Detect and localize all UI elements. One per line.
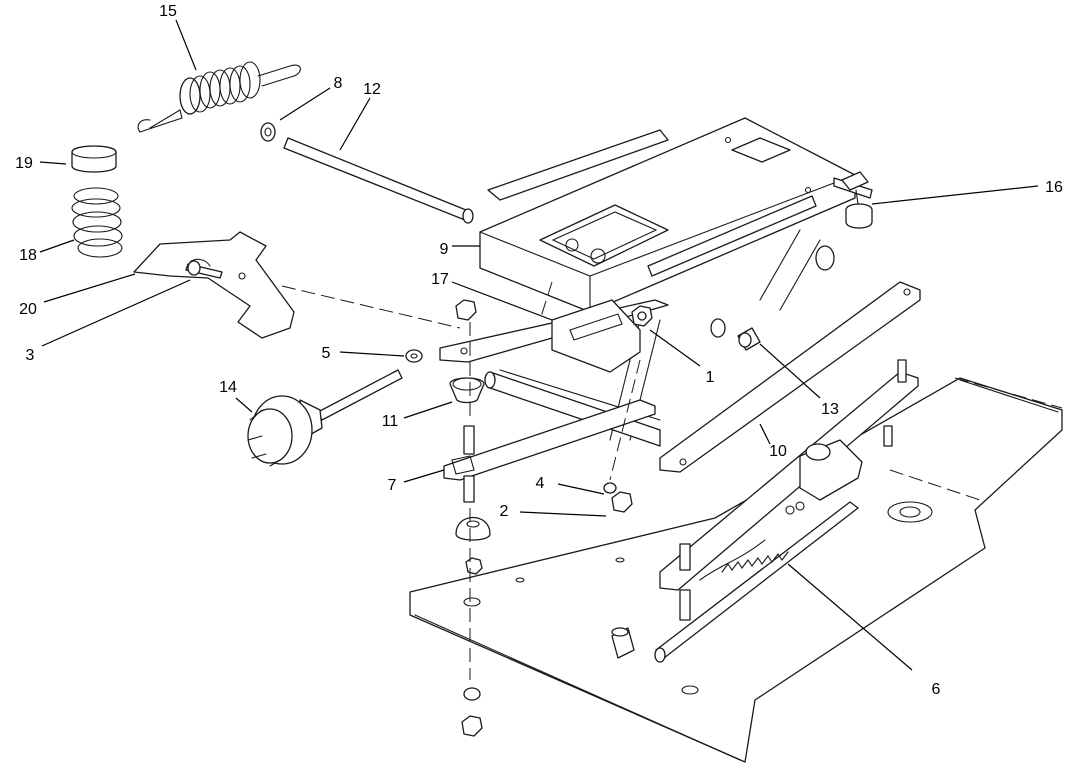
- lower-nut: [611, 491, 633, 513]
- callout-labels: 15 8 12 19 18 20 3 9 16 17 1 13 5 14 11 …: [15, 3, 1063, 698]
- callout-6: 6: [932, 681, 941, 698]
- spring-cap: [71, 145, 117, 173]
- bushing: [737, 327, 761, 351]
- callout-11: 11: [382, 413, 399, 430]
- lower-washer: [603, 482, 617, 494]
- centerline-plate-edge: [954, 377, 1063, 409]
- knob-washer: [405, 349, 423, 363]
- callout-9: 9: [440, 241, 449, 258]
- adjustment-knob: [247, 369, 403, 467]
- callout-13: 13: [821, 401, 839, 418]
- grommet: [449, 377, 485, 404]
- centerline-nut: [609, 359, 641, 481]
- callout-20: 20: [19, 301, 37, 318]
- bottom-nut: [461, 715, 483, 737]
- callout-19: 19: [15, 155, 33, 172]
- center-bracket: [551, 299, 641, 373]
- seat-top-plate: [479, 117, 856, 313]
- compression-spring: [71, 187, 123, 258]
- pivot-nut: [631, 305, 653, 327]
- callout-10: 10: [769, 443, 787, 460]
- seat-side-rails: [487, 129, 873, 277]
- tension-spring: [137, 61, 301, 133]
- base-plate: [409, 377, 1063, 763]
- adjustment-lever-plate: [133, 231, 295, 339]
- callout-15: 15: [159, 3, 177, 20]
- shaft-washer: [260, 122, 276, 142]
- callout-4: 4: [536, 475, 545, 492]
- callout-16: 16: [1045, 179, 1063, 196]
- callout-5: 5: [322, 345, 331, 362]
- callout-3: 3: [26, 347, 35, 364]
- centerline-bracket: [539, 281, 553, 321]
- callout-17: 17: [431, 271, 449, 288]
- bottom-washer: [463, 687, 481, 701]
- top-nut: [455, 299, 477, 321]
- callout-18: 18: [19, 247, 37, 264]
- rubber-mount: [455, 517, 491, 541]
- slide-rail-left: [443, 399, 656, 503]
- callout-14: 14: [219, 379, 237, 396]
- leader-lines: [39, 19, 1039, 671]
- pivot-tube: [484, 371, 661, 447]
- height-knob: [841, 171, 873, 229]
- rail-spring: [721, 551, 789, 573]
- callout-12: 12: [363, 81, 381, 98]
- mount-nut: [465, 557, 483, 575]
- pivot-shaft: [283, 137, 474, 224]
- spacer-pin: [611, 627, 635, 659]
- callout-7: 7: [388, 477, 397, 494]
- slide-rail-right: [654, 359, 919, 663]
- callout-2: 2: [500, 503, 509, 520]
- lever-bolt: [185, 260, 223, 279]
- centerline-lever: [281, 285, 461, 329]
- callout-8: 8: [334, 75, 343, 92]
- callout-1: 1: [706, 369, 715, 386]
